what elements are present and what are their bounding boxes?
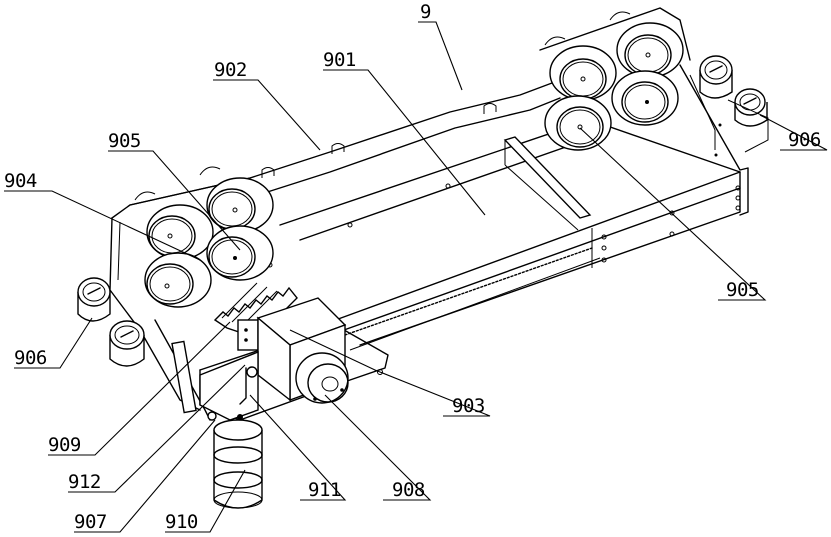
leader-lines (4, 21, 828, 533)
label-9: 9 (420, 1, 431, 23)
label-905-right: 905 (726, 279, 759, 301)
label-912: 912 (68, 471, 101, 493)
label-909: 909 (48, 434, 81, 456)
label-911: 911 (308, 479, 341, 501)
frame-holes (267, 183, 741, 375)
label-906-right: 906 (788, 129, 821, 151)
guide-wheels-left (77, 277, 145, 367)
lever-bracket (199, 350, 259, 421)
gear-assembly (213, 282, 298, 351)
label-904: 904 (4, 170, 37, 192)
roller (611, 70, 679, 126)
label-903: 903 (452, 395, 485, 417)
roller (549, 45, 617, 101)
roller (206, 225, 274, 281)
roller (144, 252, 212, 308)
label-901: 901 (323, 49, 356, 71)
label-905-left: 905 (108, 130, 141, 152)
roller-group-left (134, 166, 274, 308)
motor-unit (256, 297, 349, 404)
roller (544, 95, 612, 151)
label-910: 910 (165, 511, 198, 533)
label-907: 907 (74, 511, 107, 533)
label-906-left: 906 (14, 347, 47, 369)
roller (616, 22, 684, 78)
roller-group-right (539, 7, 691, 151)
support-foot (213, 419, 263, 509)
label-908: 908 (392, 479, 425, 501)
label-902: 902 (214, 59, 247, 81)
reference-labels: 9 901 902 903 904 905 905 906 906 907 90… (4, 1, 821, 533)
guide-wheels-right (699, 55, 769, 153)
